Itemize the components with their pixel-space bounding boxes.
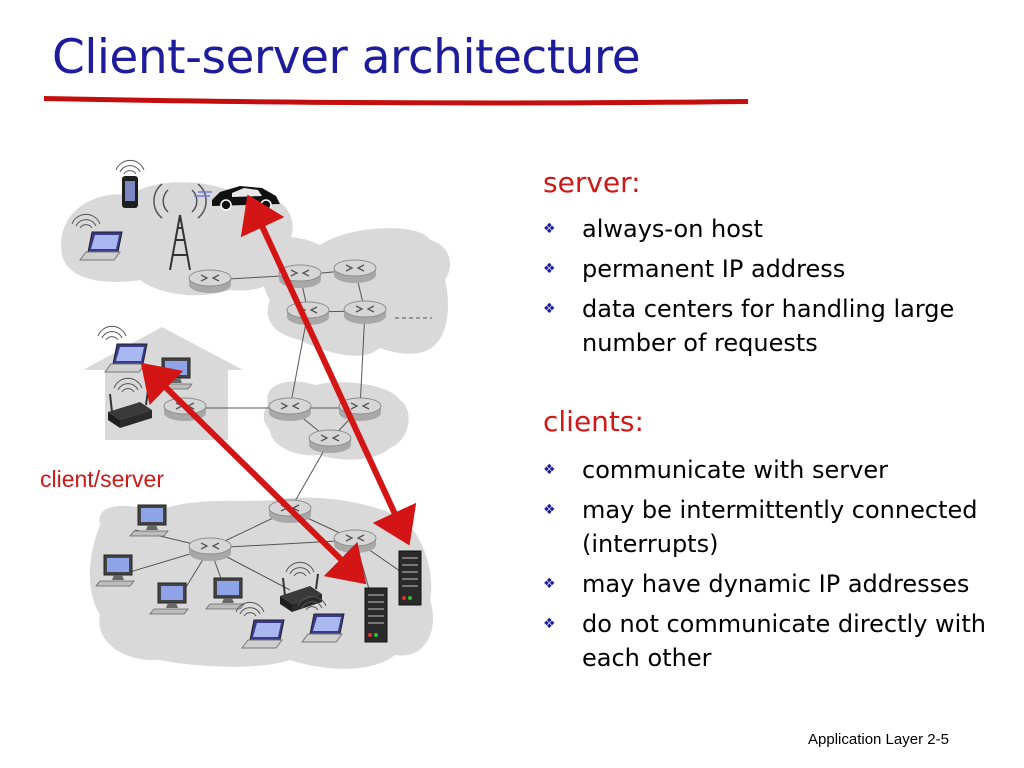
slide-title: Client-server architecture: [52, 30, 641, 85]
network-diagram: [61, 159, 450, 669]
bullet-text: may have dynamic IP addresses: [582, 570, 970, 598]
bullet-text: may be intermittently connected (interru…: [582, 496, 978, 558]
bullet-diamond-icon: ❖: [543, 261, 556, 277]
bullet-diamond-icon: ❖: [543, 502, 556, 518]
router-icon: [343, 300, 387, 325]
bullet-diamond-icon: ❖: [543, 221, 556, 237]
router-icon: [188, 537, 232, 562]
bullet-diamond-icon: ❖: [543, 576, 556, 592]
bullet-text: permanent IP address: [582, 255, 846, 283]
slide-footer: Application Layer 2-5: [808, 731, 949, 748]
bullet-item: ❖ do not communicate directly with each o…: [543, 607, 1013, 675]
router-icon: [308, 429, 352, 454]
bullet-item: ❖ permanent IP address: [543, 252, 1013, 286]
server-heading: server:: [543, 166, 641, 199]
clients-heading: clients:: [543, 405, 644, 438]
client-server-label: client/server: [40, 466, 164, 492]
bullet-text: data centers for handling large number o…: [582, 295, 955, 357]
bullet-item: ❖ data centers for handling large number …: [543, 292, 1013, 360]
clients-bullet-list: ❖ communicate with server ❖ may be intermi…: [543, 453, 1013, 681]
router-icon: [268, 397, 312, 422]
smartphone-icon: [115, 159, 145, 208]
bullet-text: always-on host: [582, 215, 763, 243]
cell-tower-icon: [153, 183, 207, 271]
bullet-item: ❖ may have dynamic IP addresses: [543, 567, 1013, 601]
server-icon: [364, 587, 388, 643]
bullet-text: communicate with server: [582, 456, 888, 484]
bullet-diamond-icon: ❖: [543, 616, 556, 632]
bullet-item: ❖ communicate with server: [543, 453, 1013, 487]
mobile-network-cloud: [61, 182, 293, 296]
bullet-item: ❖ always-on host: [543, 212, 1013, 246]
bullet-diamond-icon: ❖: [543, 301, 556, 317]
server-bullet-list: ❖ always-on host ❖ permanent IP address ❖ d…: [543, 212, 1013, 366]
server-icon: [398, 550, 422, 606]
router-icon: [188, 269, 232, 294]
bullet-diamond-icon: ❖: [543, 462, 556, 478]
title-underline: [44, 96, 748, 106]
router-icon: [333, 529, 377, 554]
bullet-text: do not communicate directly with each ot…: [582, 610, 986, 672]
bullet-item: ❖ may be intermittently connected (interr…: [543, 493, 1013, 561]
router-icon: [333, 259, 377, 284]
client-server-arrow: [140, 362, 367, 585]
